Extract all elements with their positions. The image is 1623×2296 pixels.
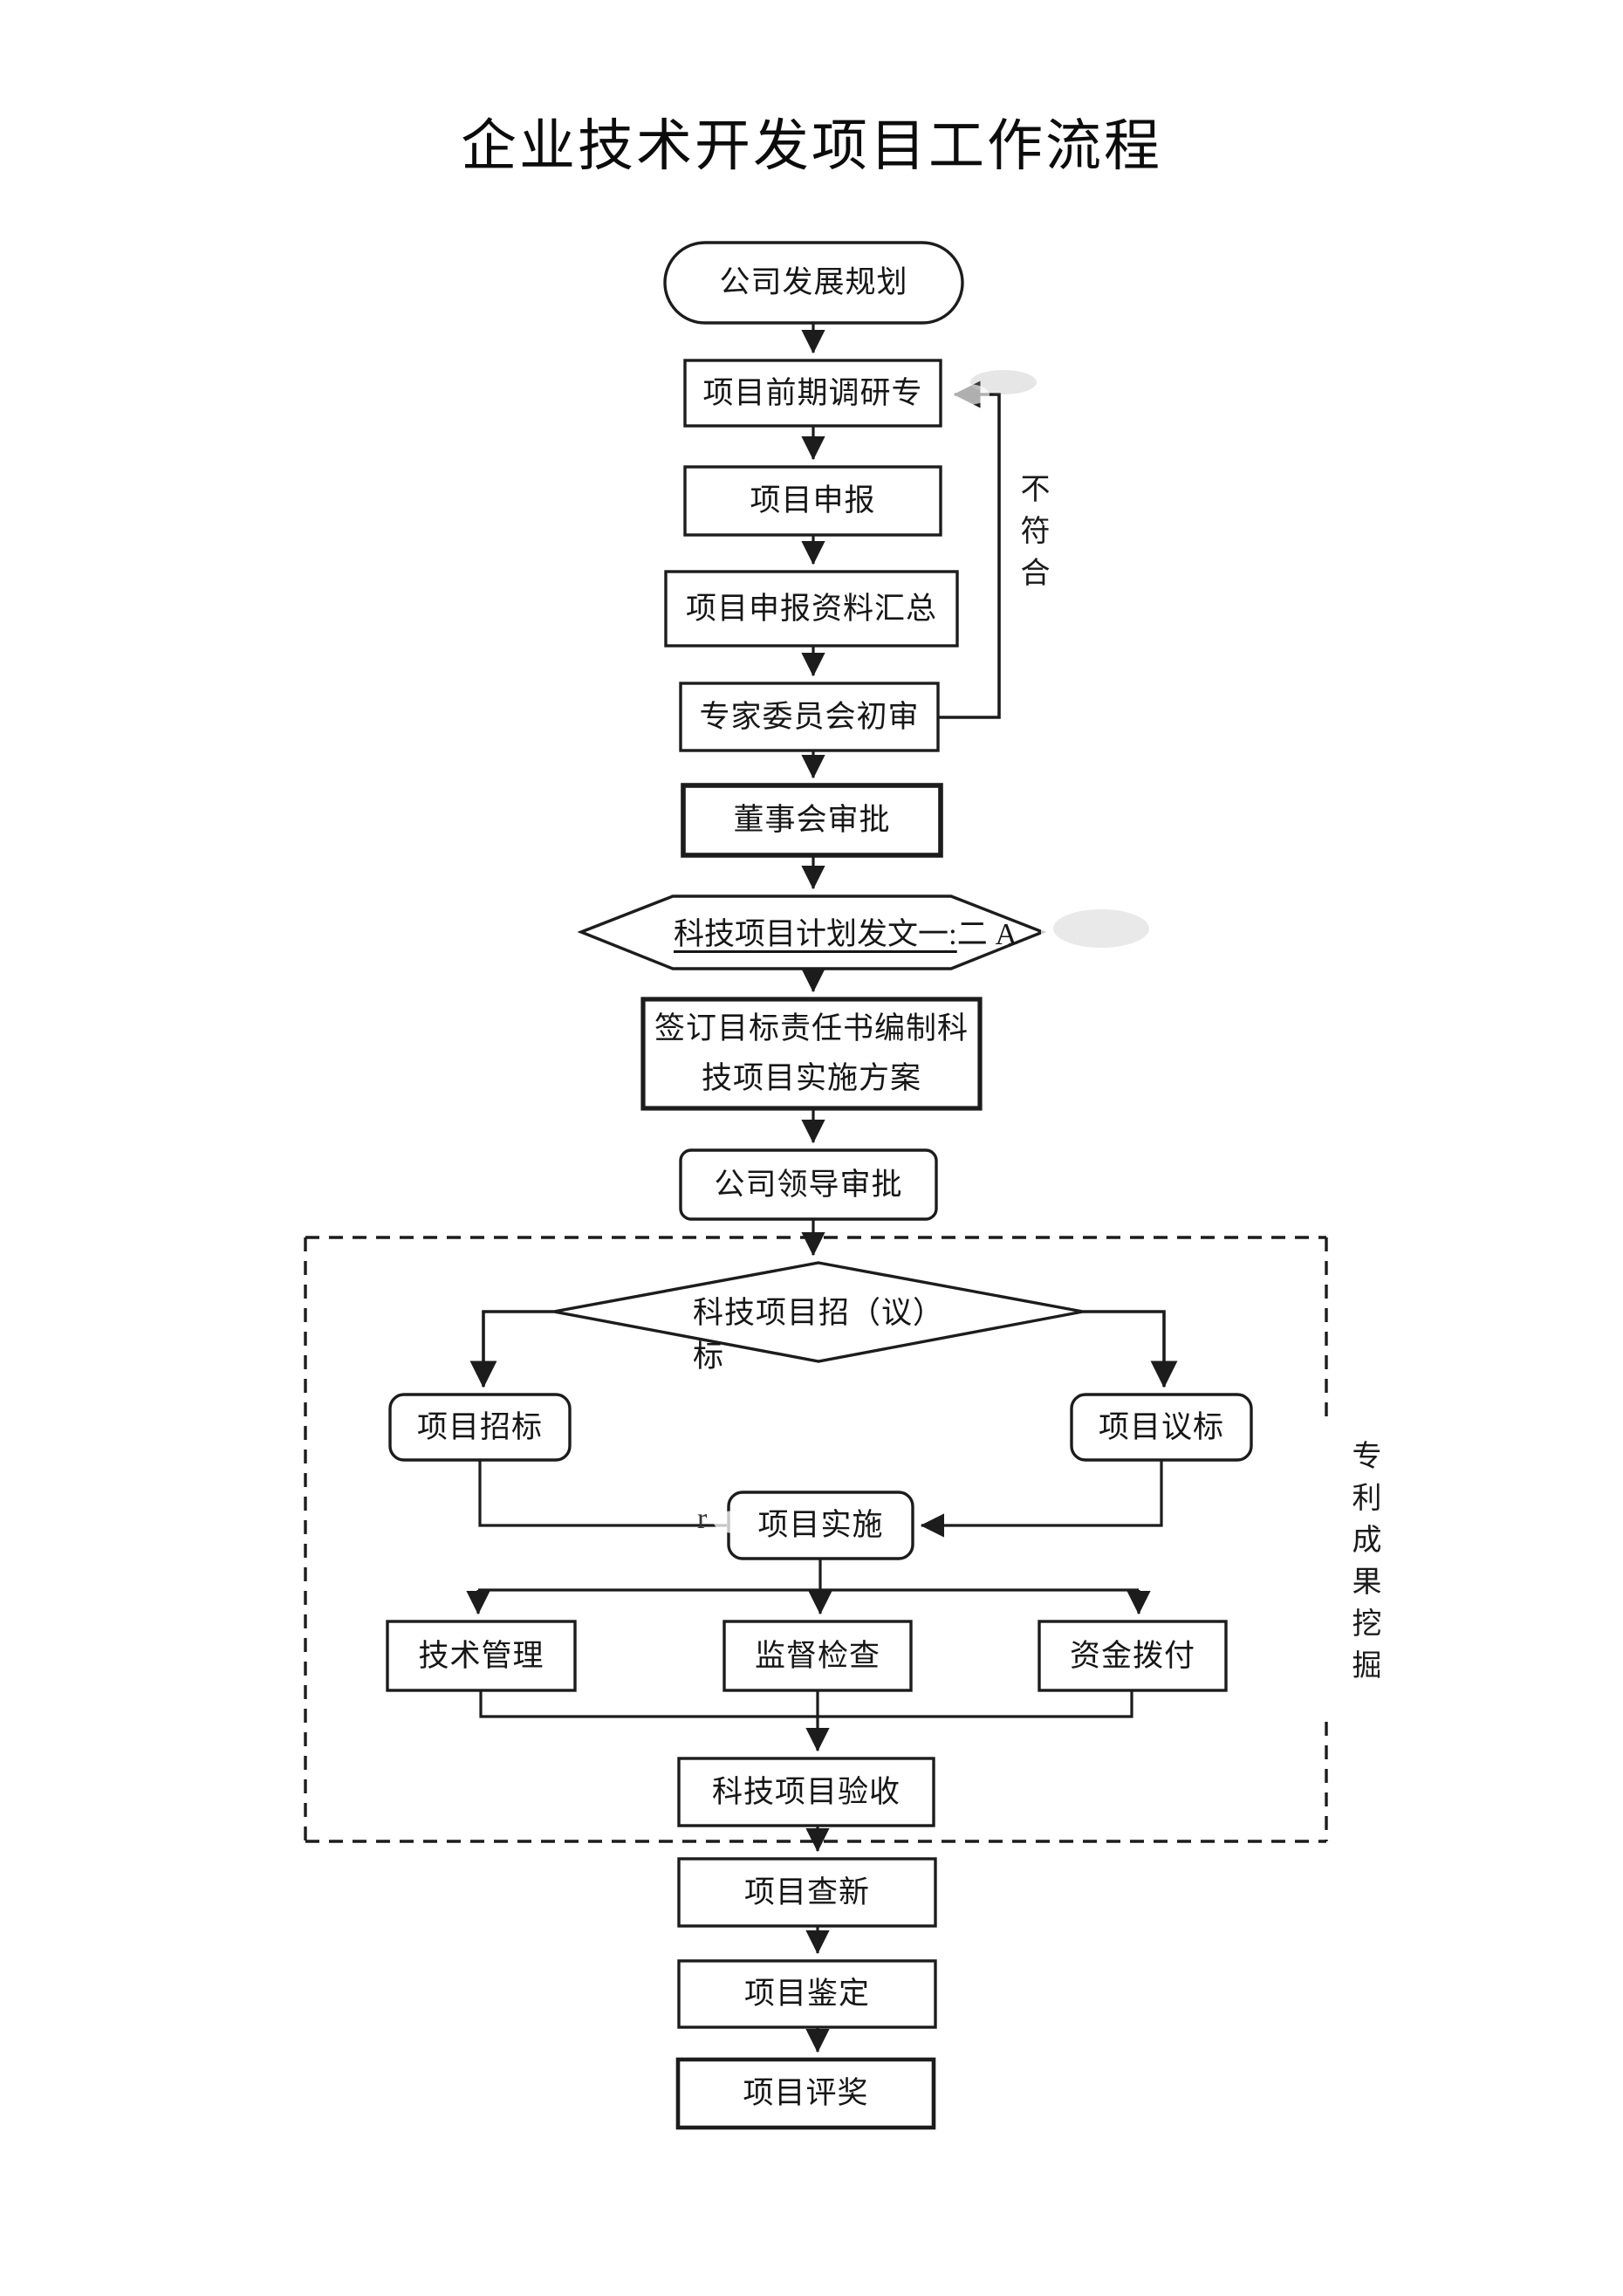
patent-mining-label: 专利成果挖掘 <box>1347 1440 1380 1691</box>
dashed-container-shape <box>304 1236 1328 1843</box>
bid-decision-node-shape <box>553 1261 1084 1363</box>
materials-node-shape <box>664 570 959 648</box>
tech-management-node: 技术管理 <box>418 1638 544 1673</box>
leader-node-shape <box>679 1148 938 1221</box>
apply-node: 项目申报 <box>750 483 876 518</box>
sign-node: 签订目标责任书编制科 技项目实施方案 <box>643 1004 980 1104</box>
leader-approval-node: 公司领导审批 <box>714 1167 903 1202</box>
novelty-check-node: 项目查新 <box>743 1874 870 1909</box>
board-approval-node: 董事会审批 <box>733 803 891 838</box>
negotiate-node: 项目议标 <box>1098 1409 1224 1444</box>
implement-node: 项目实施 <box>757 1508 884 1543</box>
not-conform-label: 不符合 <box>1016 473 1048 599</box>
materials-node: 项目申报资料汇总 <box>685 591 937 626</box>
plan-issue-underlined-text: 科技项目计划发文一: <box>674 917 957 951</box>
acceptance-node: 科技项目验收 <box>711 1774 901 1809</box>
plan-node: 公司发展规划 <box>719 265 908 300</box>
research-node: 项目前期调研专 <box>702 375 923 410</box>
appraisal-node: 项目鉴定 <box>743 1977 870 2012</box>
sign-line1: 签订目标责任书编制科 <box>654 1011 969 1045</box>
plan-issue-rest-text: 二 A <box>956 917 1017 951</box>
fund-allocation-node: 资金拨付 <box>1069 1638 1195 1673</box>
novelty-node-shape <box>677 1857 937 1928</box>
acceptance-node-shape <box>677 1757 935 1827</box>
plan-issue-node: 科技项目计划发文一:二 A <box>674 909 1058 954</box>
page-title: 企业技术开发项目工作流程 <box>461 115 1162 177</box>
bid-decision-line2: 标 <box>692 1340 724 1374</box>
expert-review-node: 专家委员会初审 <box>699 699 920 734</box>
feedback-loop-line <box>938 380 1001 719</box>
sign-line2: 技项目实施方案 <box>701 1060 921 1095</box>
appraisal-node-shape <box>677 1959 937 2029</box>
supervision-node: 监督检查 <box>754 1638 880 1673</box>
tender-node: 项目招标 <box>416 1409 543 1444</box>
scan-artifacts <box>714 370 1172 1533</box>
bid-decision-line1: 科技项目招（议） <box>692 1296 944 1331</box>
award-node-shape <box>675 2057 936 2130</box>
stray-r-artifact: r <box>697 1503 708 1535</box>
award-node: 项目评奖 <box>743 2076 869 2111</box>
sign-node-shape <box>640 997 983 1111</box>
